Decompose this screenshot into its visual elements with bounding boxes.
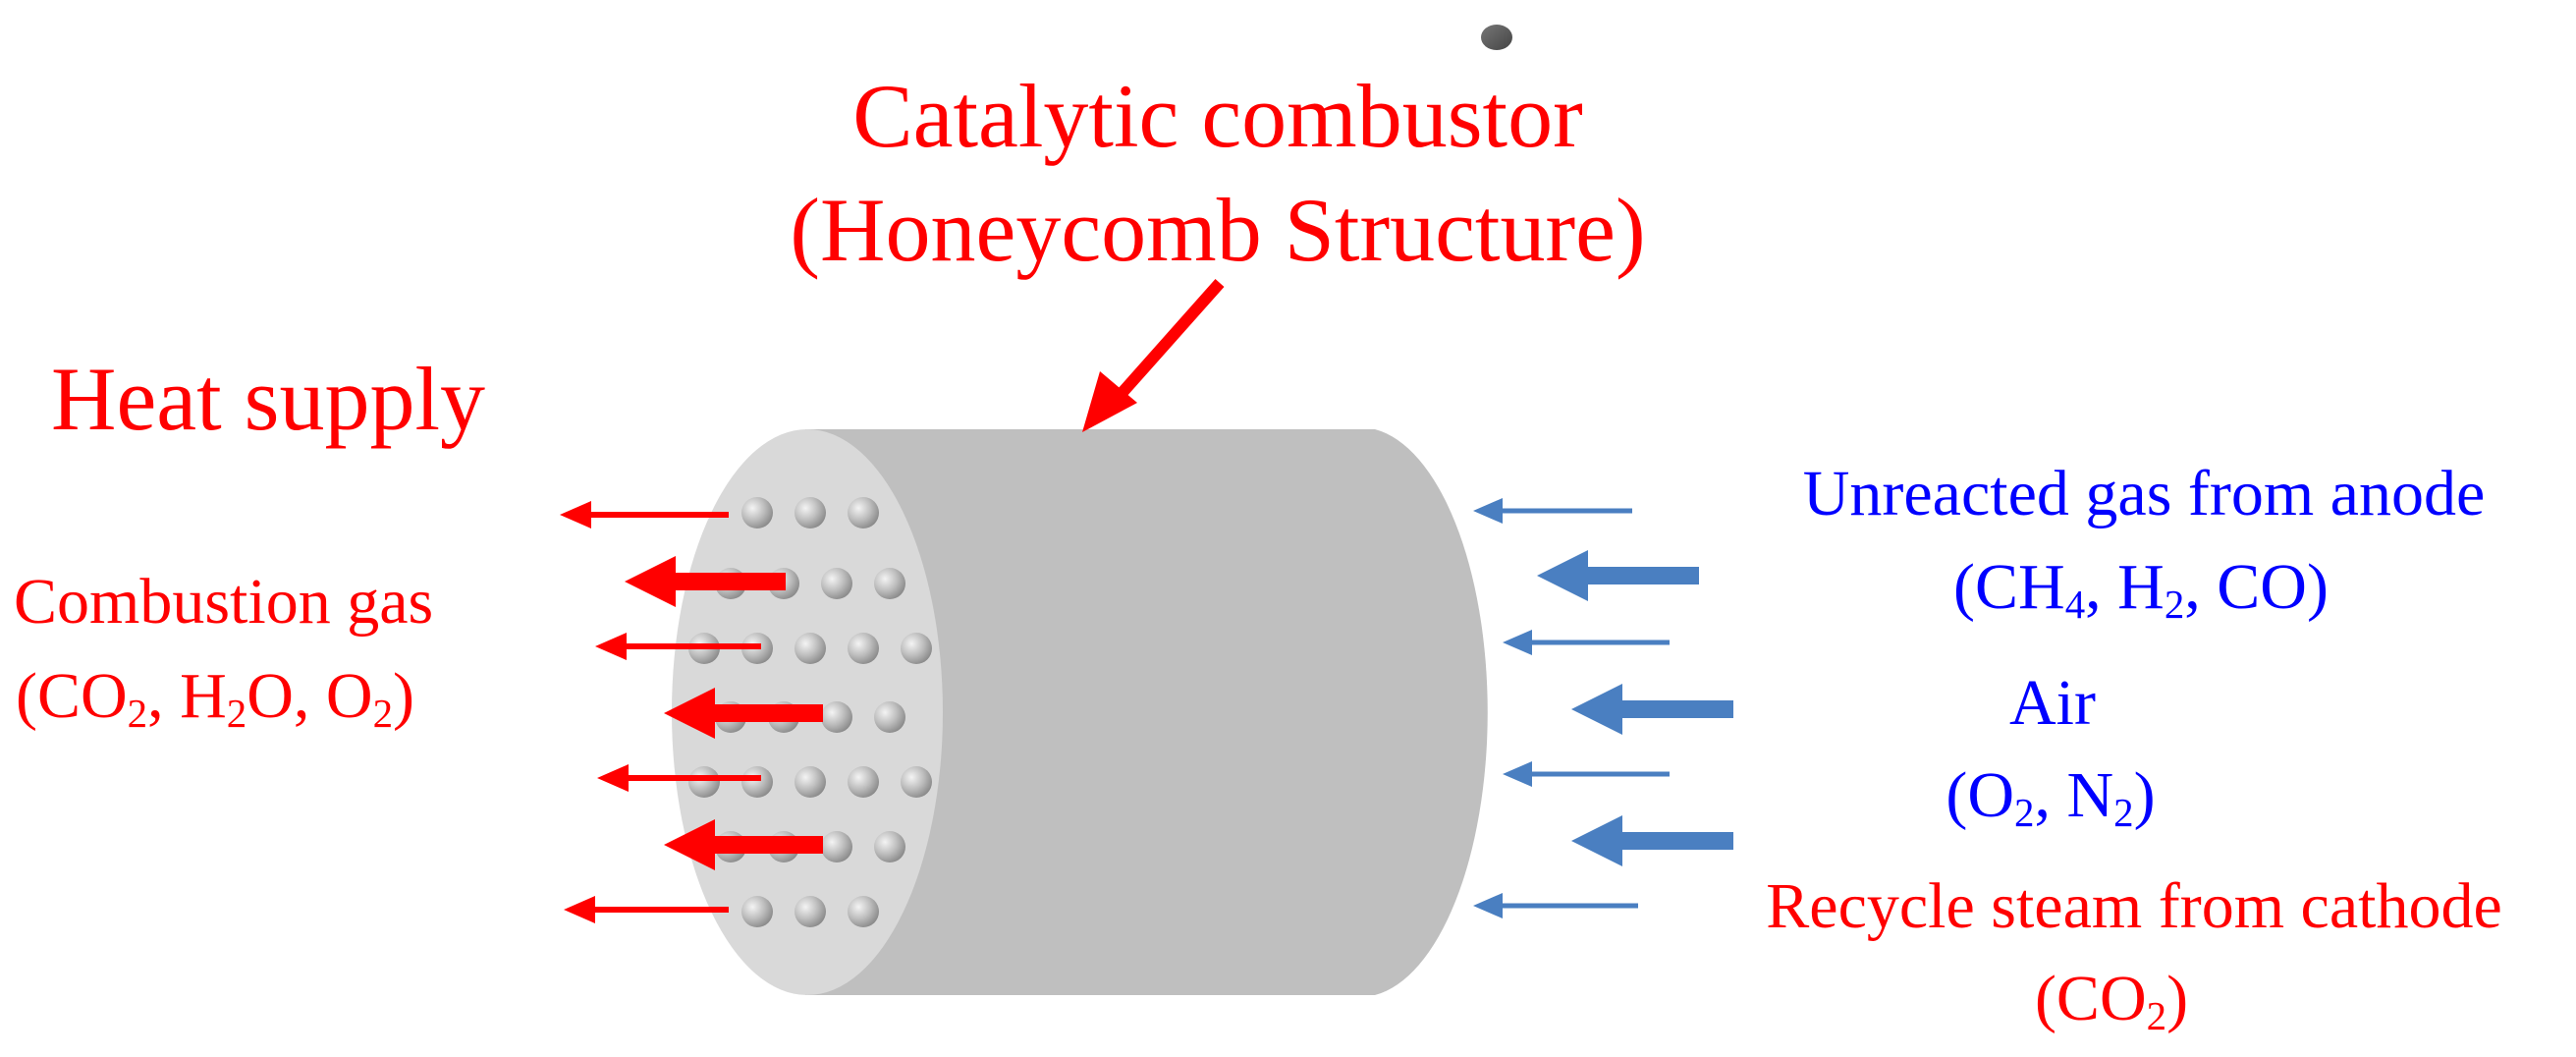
honeycomb-cell bbox=[795, 633, 826, 664]
species-sub: 2 bbox=[372, 692, 394, 737]
honeycomb-cell bbox=[901, 633, 932, 664]
honeycomb-cell bbox=[688, 766, 720, 798]
honeycomb-cell bbox=[848, 497, 879, 528]
outlet-arrow bbox=[564, 896, 729, 923]
species-part: , H bbox=[2085, 551, 2165, 623]
outlet-arrows bbox=[560, 501, 823, 923]
honeycomb-cell bbox=[848, 633, 879, 664]
combustor-title: Catalytic combustor bbox=[852, 66, 1583, 166]
outlet-arrow bbox=[560, 501, 729, 528]
species-part: CO bbox=[36, 660, 128, 732]
outlet-arrow bbox=[664, 819, 823, 870]
combustion-gas-species: (CO2, H2O, O2) bbox=[16, 664, 414, 735]
honeycomb-cell bbox=[821, 701, 852, 733]
species-part: O bbox=[1967, 759, 2015, 831]
combustion-gas-label: Combustion gas bbox=[14, 566, 434, 638]
species-part: ) bbox=[393, 660, 415, 732]
honeycomb-cell bbox=[795, 766, 826, 798]
outlet-arrow bbox=[664, 688, 823, 739]
honeycomb-cell bbox=[874, 831, 905, 862]
honeycomb-cell bbox=[741, 896, 773, 927]
honeycomb-cell bbox=[874, 568, 905, 599]
honeycomb-cell bbox=[848, 766, 879, 798]
species-part: O, O bbox=[247, 660, 373, 732]
species-prefix: ( bbox=[16, 660, 37, 732]
honeycomb-cell bbox=[795, 896, 826, 927]
species-part: ) bbox=[2166, 963, 2189, 1034]
honeycomb-cell bbox=[741, 766, 773, 798]
species-sub: 2 bbox=[2164, 583, 2185, 628]
anode-gas-label: Unreacted gas from anode bbox=[1802, 458, 2486, 529]
outlet-arrow bbox=[597, 764, 761, 792]
honeycomb-cells bbox=[688, 497, 932, 927]
inlet-arrow bbox=[1571, 815, 1733, 866]
species-part: CH bbox=[1975, 551, 2065, 623]
honeycomb-cell bbox=[795, 497, 826, 528]
anode-gas-species: (CH4, H2, CO) bbox=[1953, 555, 2329, 626]
air-species: (O2, N2) bbox=[1946, 763, 2155, 834]
species-sub: 2 bbox=[2146, 994, 2167, 1039]
honeycomb-cell bbox=[874, 701, 905, 733]
honeycomb-cell bbox=[848, 896, 879, 927]
outlet-arrow bbox=[625, 556, 786, 607]
inlet-arrow bbox=[1473, 893, 1638, 918]
species-prefix: ( bbox=[1953, 551, 1976, 623]
inlet-arrow bbox=[1473, 498, 1632, 524]
heat-supply-label: Heat supply bbox=[51, 349, 486, 449]
air-label: Air bbox=[2009, 667, 2096, 739]
cathode-steam-species: (CO2) bbox=[2035, 967, 2188, 1037]
species-sub: 2 bbox=[2014, 791, 2035, 836]
stray-dot bbox=[1481, 25, 1512, 50]
species-part: ) bbox=[2133, 759, 2156, 831]
species-part: , H bbox=[147, 660, 227, 732]
outlet-arrow bbox=[595, 633, 761, 660]
species-sub: 2 bbox=[226, 692, 247, 737]
cathode-steam-label: Recycle steam from cathode bbox=[1766, 870, 2502, 942]
honeycomb-cell bbox=[741, 497, 773, 528]
species-prefix: ( bbox=[2034, 963, 2056, 1034]
species-sub: 4 bbox=[2064, 583, 2086, 628]
species-sub: 2 bbox=[2113, 791, 2134, 836]
inlet-arrow bbox=[1571, 684, 1733, 735]
honeycomb-cell bbox=[821, 831, 852, 862]
cylinder-body bbox=[805, 429, 1488, 995]
pointer-arrow bbox=[1082, 279, 1225, 432]
species-part: CO bbox=[2055, 963, 2147, 1034]
combustor-subtitle: (Honeycomb Structure) bbox=[790, 180, 1646, 280]
honeycomb-cell bbox=[821, 568, 852, 599]
inlet-arrow bbox=[1503, 761, 1670, 787]
species-part: , CO) bbox=[2184, 551, 2329, 623]
inlet-arrows bbox=[1473, 498, 1733, 918]
inlet-arrow bbox=[1537, 550, 1699, 601]
honeycomb-cell bbox=[901, 766, 932, 798]
species-sub: 2 bbox=[127, 692, 148, 737]
species-prefix: ( bbox=[1946, 759, 1968, 831]
inlet-arrow bbox=[1503, 630, 1670, 655]
species-part: , N bbox=[2034, 759, 2114, 831]
